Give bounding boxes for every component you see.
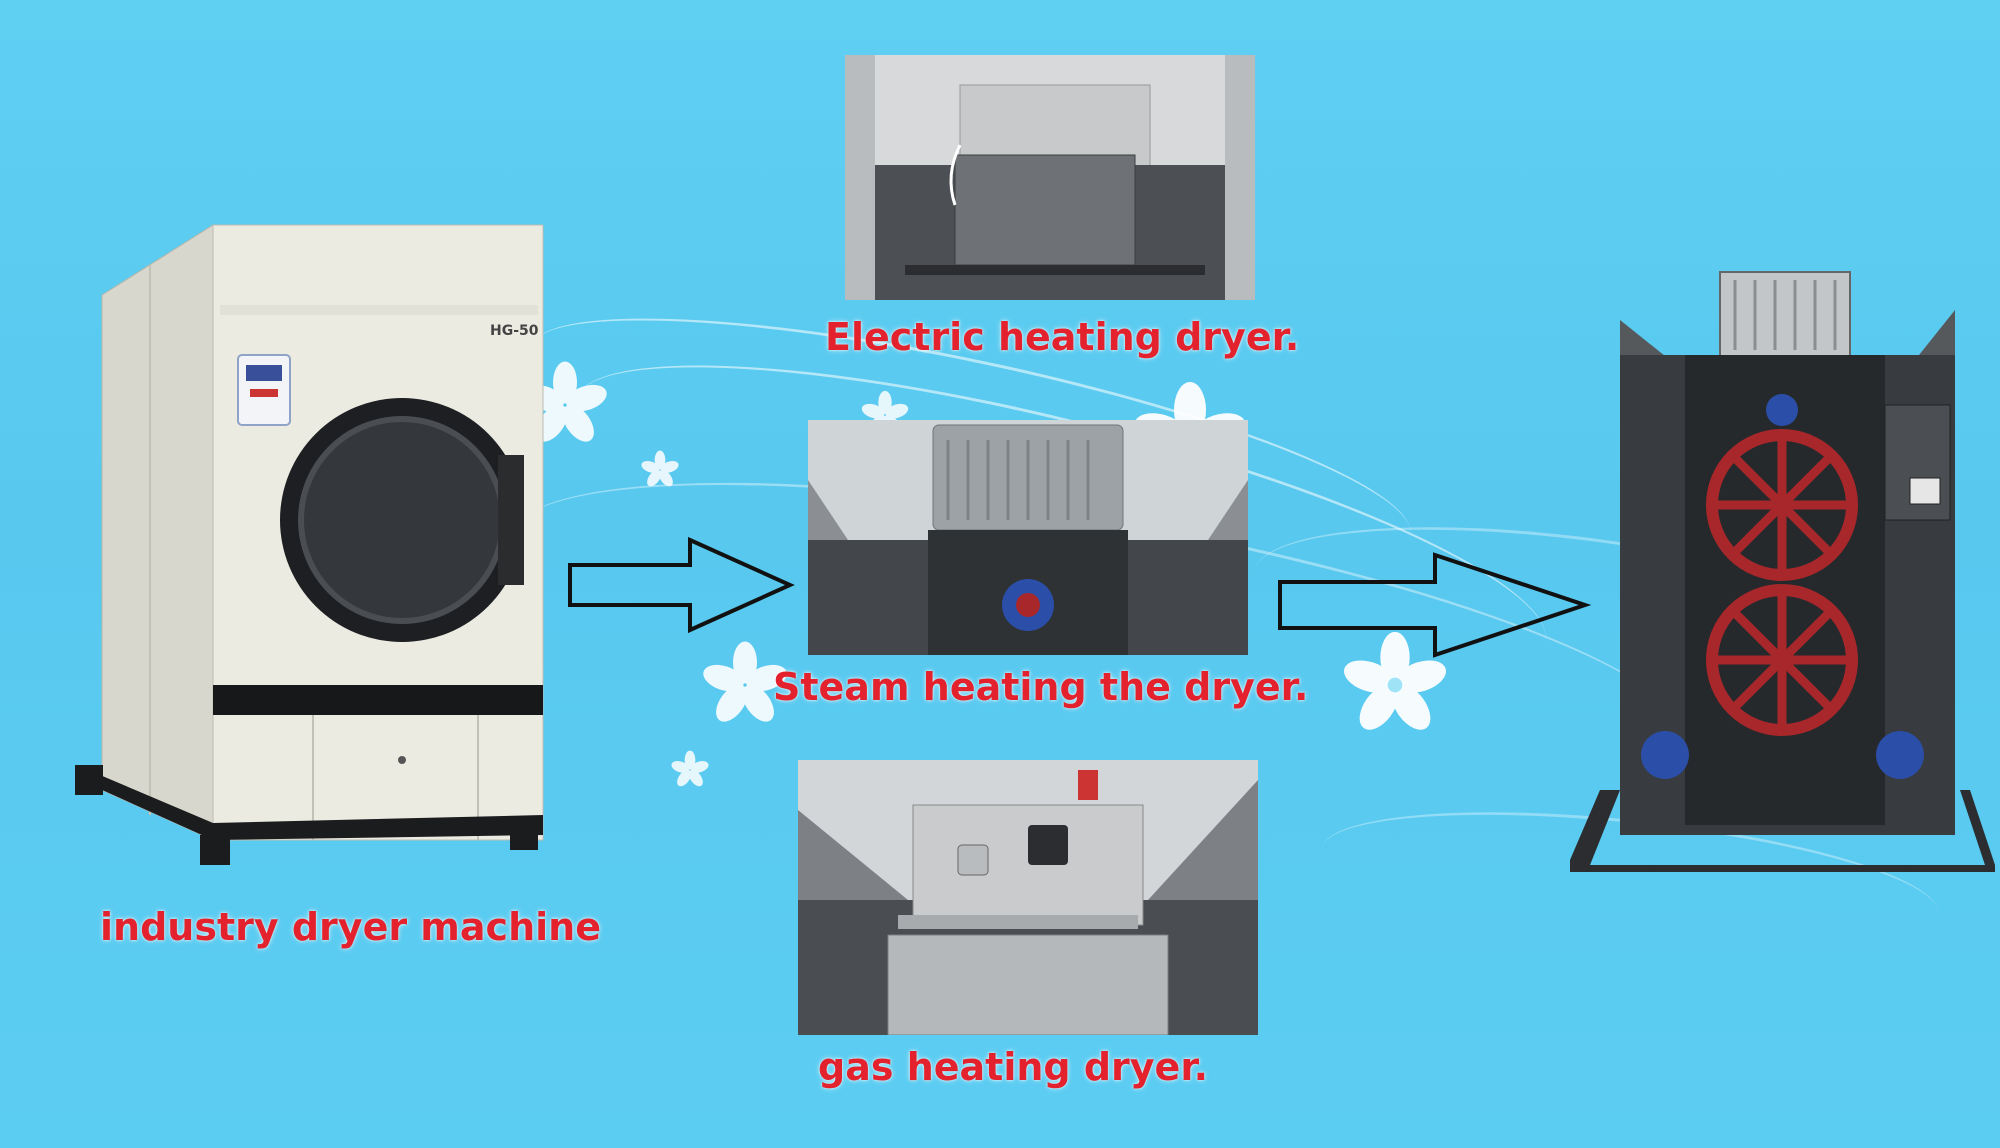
flower-icon xyxy=(641,450,679,487)
gas-heating-caption: gas heating dryer. xyxy=(818,1045,1209,1089)
electric-heating-caption: Electric heating dryer. xyxy=(825,315,1300,359)
industry-dryer-machine-image: HG-50 xyxy=(75,224,544,865)
flower-icon xyxy=(523,361,607,442)
flower-icon xyxy=(1344,631,1446,730)
flower-icon xyxy=(671,750,709,787)
flower-icon xyxy=(703,641,787,722)
arrow-right-icon xyxy=(568,536,795,634)
industry-dryer-caption: industry dryer machine xyxy=(100,905,601,949)
dryer-rear-view-image xyxy=(1570,271,1995,872)
gas-heating-photo xyxy=(798,760,1258,1035)
steam-heating-caption: Steam heating the dryer. xyxy=(773,665,1309,709)
electric-heating-photo xyxy=(845,55,1255,300)
arrow-right-icon xyxy=(1278,552,1592,658)
steam-heating-photo xyxy=(808,420,1248,655)
model-label: HG-50 xyxy=(490,323,539,339)
